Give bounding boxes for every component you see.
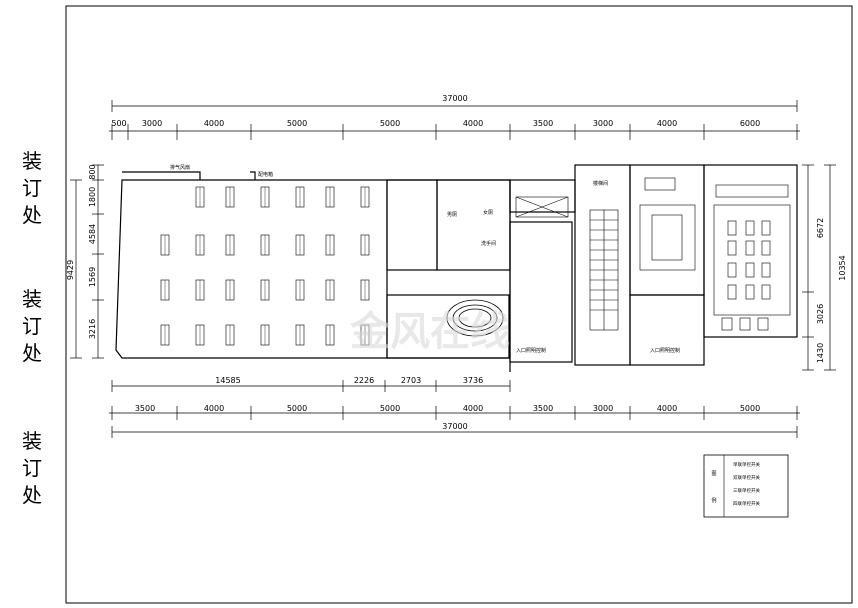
top-dim-6: 4000 [463,119,483,128]
light-fixture [727,220,737,236]
light-fixture [727,262,737,278]
bottom-dim-a3: 2703 [401,376,421,385]
building-walls [115,164,798,372]
bottom-dim-a4: 3736 [463,376,483,385]
top-dim-9: 4000 [657,119,677,128]
left-dim-1: 800 [88,164,97,179]
label-stair: 楼梯间 [593,180,608,187]
bottom-dim-b6: 3500 [533,404,553,413]
legend-title-2: 例 [711,497,716,504]
label-washroom: 洗手间 [481,240,496,247]
watermark: 金风在线 [349,309,510,355]
light-fixture [745,284,755,300]
right-dim-1: 6672 [816,218,825,238]
binding-label-3: 装 订 处 [22,429,42,507]
right-dim-3: 1430 [816,343,825,363]
label-entry-b: 入口照明控制 [650,347,680,354]
bottom-dim-b7: 3000 [593,404,613,413]
legend-item-4: 四联单控开关 [733,500,760,507]
bottom-dim-b2: 4000 [204,404,224,413]
top-dim-7: 3500 [533,119,553,128]
top-dim-8: 3000 [593,119,613,128]
light-fixture [745,262,755,278]
left-dimensions [70,164,104,359]
corridor-lights [639,177,791,331]
binding-label-1: 装 订 处 [22,149,42,227]
label-distribution-box: 配电箱 [258,171,273,178]
light-fixture [761,284,771,300]
bottom-dimensions [109,380,800,438]
light-fixture [761,220,771,236]
legend-item-1: 单联单控开关 [733,461,760,468]
light-fixture [727,240,737,256]
label-exhaust-fan: 排气风扇 [170,164,190,171]
bottom-dim-b1: 3500 [135,404,155,413]
top-dim-1: 500 [111,119,126,128]
label-men-toilet: 男厕 [447,212,457,218]
legend: 图 例 单联单控开关 双联单控开关 三联单控开关 四联单控开关 [703,454,789,518]
right-dimensions [802,164,836,371]
label-entry-a: 入口照明控制 [516,347,546,354]
left-dim-2: 1800 [88,187,97,207]
top-dim-2: 3000 [142,119,162,128]
right-dim-overall: 10354 [838,255,847,280]
legend-item-3: 三联单控开关 [733,487,760,494]
top-dim-4: 5000 [287,119,307,128]
top-dim-10: 6000 [740,119,760,128]
bottom-overall-dimension: 37000 [442,422,467,431]
left-dim-4: 1569 [88,267,97,287]
label-women-toilet: 女厕 [483,209,493,216]
light-fixture [761,262,771,278]
left-dim-5: 3216 [88,319,97,339]
top-overall-dimension: 37000 [442,94,467,103]
bottom-dim-a1: 14585 [215,376,240,385]
top-dim-3: 4000 [204,119,224,128]
bottom-dim-b9: 5000 [740,404,760,413]
light-fixture [761,240,771,256]
light-fixtures-main [160,186,370,346]
round-stage [446,299,504,337]
legend-item-2: 双联单控开关 [733,474,760,481]
light-fixture [745,240,755,256]
bottom-dim-b4: 5000 [380,404,400,413]
top-dim-5: 5000 [380,119,400,128]
binding-label-2: 装 订 处 [22,287,42,365]
bottom-dim-b8: 4000 [657,404,677,413]
top-dimensions [109,100,800,140]
light-fixture [727,284,737,300]
light-fixture [745,220,755,236]
bottom-dim-a2: 2226 [354,376,374,385]
bottom-dim-b5: 4000 [463,404,483,413]
left-dim-3: 4584 [88,224,97,244]
elevator [515,196,569,218]
left-dim-overall: 9429 [66,260,75,280]
right-dim-2: 3026 [816,304,825,324]
light-fixtures-right [727,220,771,300]
stair [589,209,619,331]
bottom-dim-b3: 5000 [287,404,307,413]
legend-title-1: 图 [711,471,716,477]
